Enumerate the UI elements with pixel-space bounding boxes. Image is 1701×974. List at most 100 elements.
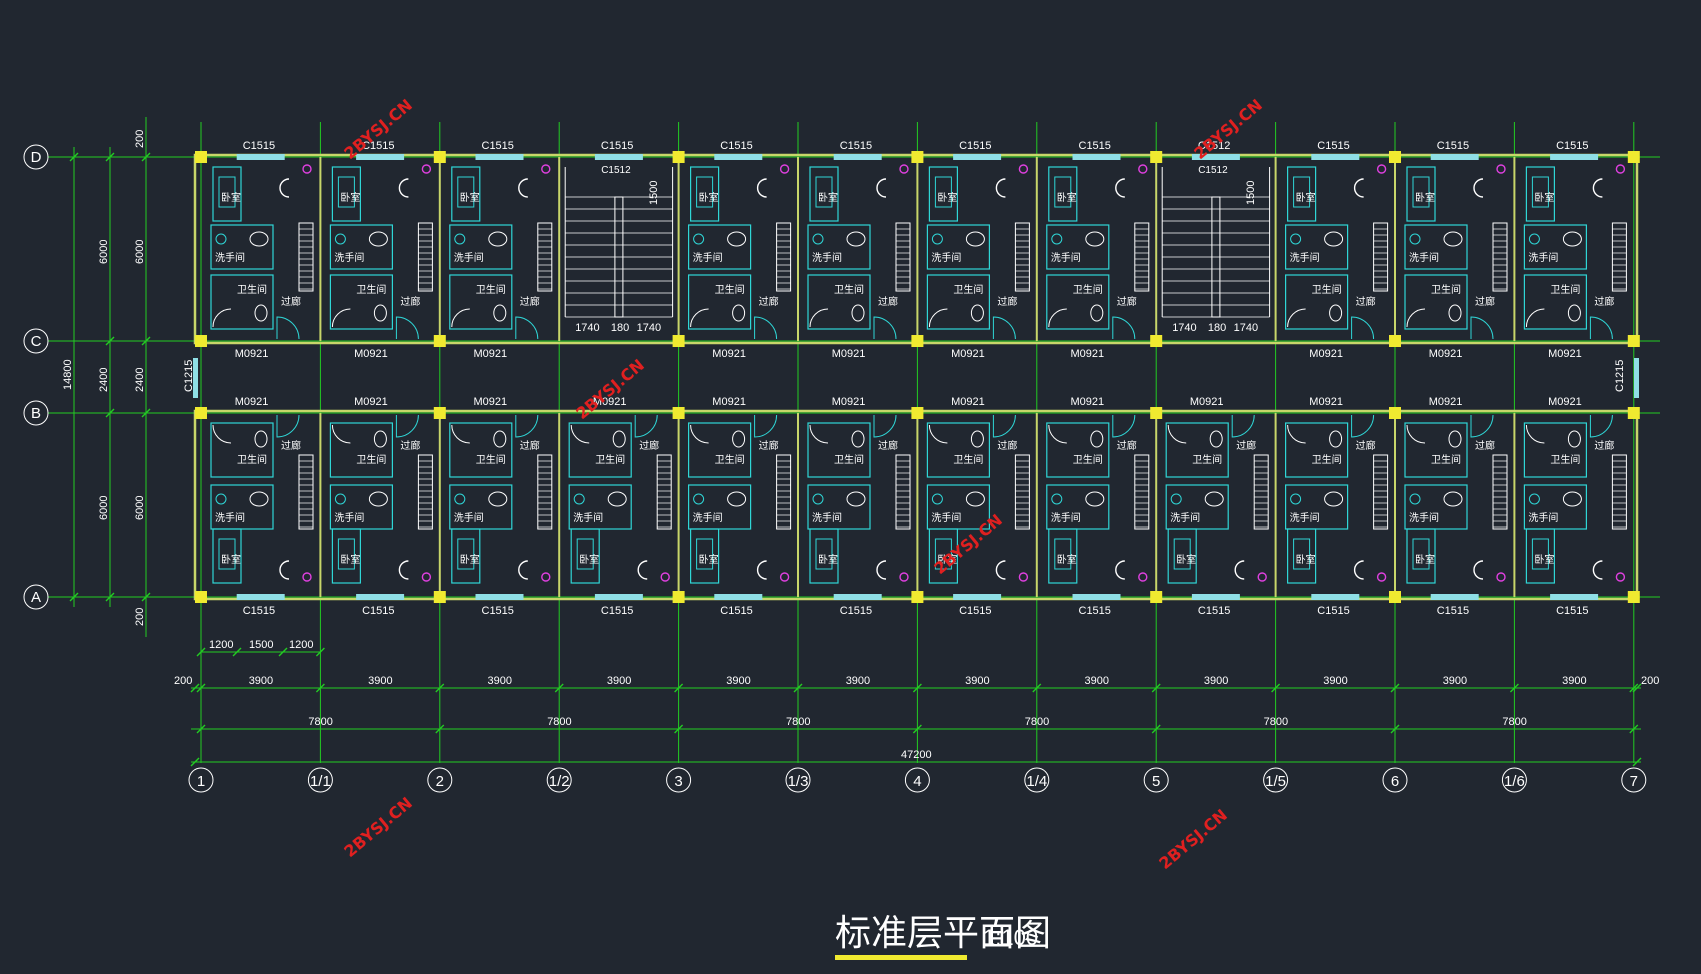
window-north xyxy=(714,154,763,160)
corridor-label: 过廊 xyxy=(1356,295,1376,308)
bedroom-chair xyxy=(1293,538,1311,570)
washroom-outline xyxy=(1523,224,1588,270)
structural-column xyxy=(672,591,685,603)
bedroom-desk xyxy=(689,166,720,222)
entry-door-swing xyxy=(634,414,658,438)
end-window-label-east: C1215 xyxy=(1614,360,1626,392)
dimension-tick xyxy=(1151,724,1161,734)
washer-icon xyxy=(1409,233,1421,245)
washroom-outline xyxy=(449,484,513,530)
annotation-labels: C1515C1515M0921M0921C1515C1515M0921M0921… xyxy=(183,140,1626,617)
door-label-north: M0921 xyxy=(1429,348,1463,360)
bedroom-label: 卧室 xyxy=(937,191,957,204)
toilet-icon xyxy=(254,304,268,322)
washbasin-icon xyxy=(1443,231,1463,247)
entry-door-swing xyxy=(276,316,300,340)
toilet-label: 卫生间 xyxy=(1431,453,1461,466)
door-label-south: M0921 xyxy=(832,396,866,408)
bay-dimension: 3900 xyxy=(726,675,750,687)
toilet-icon xyxy=(254,430,268,448)
dimension-tick xyxy=(232,647,242,657)
toilet-label: 卫生间 xyxy=(1312,453,1342,466)
wardrobe-outline xyxy=(895,454,911,530)
bedroom-chair xyxy=(337,176,355,208)
structural-column xyxy=(1150,407,1163,419)
vertical-corridor-dimension: 2400 xyxy=(134,368,146,392)
washer-icon xyxy=(334,233,346,245)
window-label-south: C1515 xyxy=(601,605,633,617)
watermark-text: 2BYSJ.CN xyxy=(340,95,416,163)
bedroom-chair xyxy=(1531,538,1549,570)
stair-run-dimension: 1740 xyxy=(575,322,599,334)
axis-bubble-label: 7 xyxy=(1630,773,1638,790)
bay-dimension: 3900 xyxy=(846,675,870,687)
axis-bubble-row: A xyxy=(23,584,49,610)
corridor-label: 过廊 xyxy=(1356,439,1376,452)
wardrobe-outline xyxy=(298,454,314,530)
entry-door-swing xyxy=(992,316,1016,340)
dimension-tick xyxy=(554,683,564,693)
corridor-label: 过廊 xyxy=(1117,295,1137,308)
washbasin-icon xyxy=(1562,491,1582,507)
window-north xyxy=(594,154,643,160)
washer-icon xyxy=(931,233,943,245)
toilet-label: 卫生间 xyxy=(1192,453,1222,466)
bay-dimension: 3900 xyxy=(249,675,273,687)
washer-icon xyxy=(693,493,705,505)
door-label-south: M0921 xyxy=(1309,396,1343,408)
toilet-icon xyxy=(1329,304,1343,322)
shower-door-swing xyxy=(1048,424,1067,444)
door-label-north: M0921 xyxy=(1071,348,1105,360)
corridor-label: 过廊 xyxy=(759,295,779,308)
bedroom-chair xyxy=(815,176,833,208)
window-detail-dimension: 1200 xyxy=(289,639,313,651)
shower-door-swing xyxy=(1406,424,1426,444)
toilet-icon xyxy=(970,430,984,448)
window-label-south: C1515 xyxy=(1437,605,1469,617)
axis-bubble-label: 2 xyxy=(436,773,444,790)
washer-icon xyxy=(454,233,466,245)
axis-bubble-circle xyxy=(1143,767,1169,793)
floor-drain-icon xyxy=(421,572,432,582)
structural-column xyxy=(911,407,924,419)
washroom-outline xyxy=(807,484,871,530)
shower-door-swing xyxy=(451,308,470,328)
entry-door-swing xyxy=(873,316,897,340)
door-label-south: M0921 xyxy=(1071,396,1105,408)
wardrobe-outline xyxy=(1373,222,1389,292)
toilet-label: 卫生间 xyxy=(595,453,625,466)
axis-bubble-circle xyxy=(785,767,811,793)
toilet-room-outline xyxy=(568,422,632,478)
bedroom-label: 卧室 xyxy=(1057,553,1077,566)
washroom-label: 洗手间 xyxy=(334,511,364,524)
dimension-tick xyxy=(1632,757,1642,767)
dimension-tick xyxy=(912,724,922,734)
shower-door-swing xyxy=(451,424,470,444)
vertical-edge-dimension: 200 xyxy=(134,608,146,626)
sink-icon xyxy=(1234,560,1245,580)
axis-bubble-label: 1/2 xyxy=(549,773,570,790)
washer-icon xyxy=(1528,233,1540,245)
entry-door-swing xyxy=(1351,316,1375,340)
washroom-label: 洗手间 xyxy=(573,511,603,524)
axis-bubble-circle xyxy=(1263,767,1289,793)
door-label-south: M0921 xyxy=(1548,396,1582,408)
axis-bubble-circle xyxy=(23,328,49,354)
toilet-room-outline xyxy=(807,422,871,478)
window-label-south: C1515 xyxy=(720,605,752,617)
corridor-label: 过廊 xyxy=(1594,439,1614,452)
bedroom-label: 卧室 xyxy=(221,191,241,204)
washbasin-icon xyxy=(846,231,866,247)
window-label-north: C1515 xyxy=(601,140,633,152)
floor-drain-icon xyxy=(1376,164,1387,174)
axis-bubble-circle xyxy=(23,584,49,610)
dimension-tick xyxy=(315,647,325,657)
dimension-tick xyxy=(1390,724,1400,734)
watermark-text: 2BYSJ.CN xyxy=(1190,95,1266,163)
dimension-tick xyxy=(912,683,922,693)
toilet-room-outline xyxy=(926,274,991,330)
pair-dimension: 7800 xyxy=(1502,716,1526,728)
stair-gap-dimension: 180 xyxy=(611,322,629,334)
axis-bubble-circle xyxy=(23,400,49,426)
